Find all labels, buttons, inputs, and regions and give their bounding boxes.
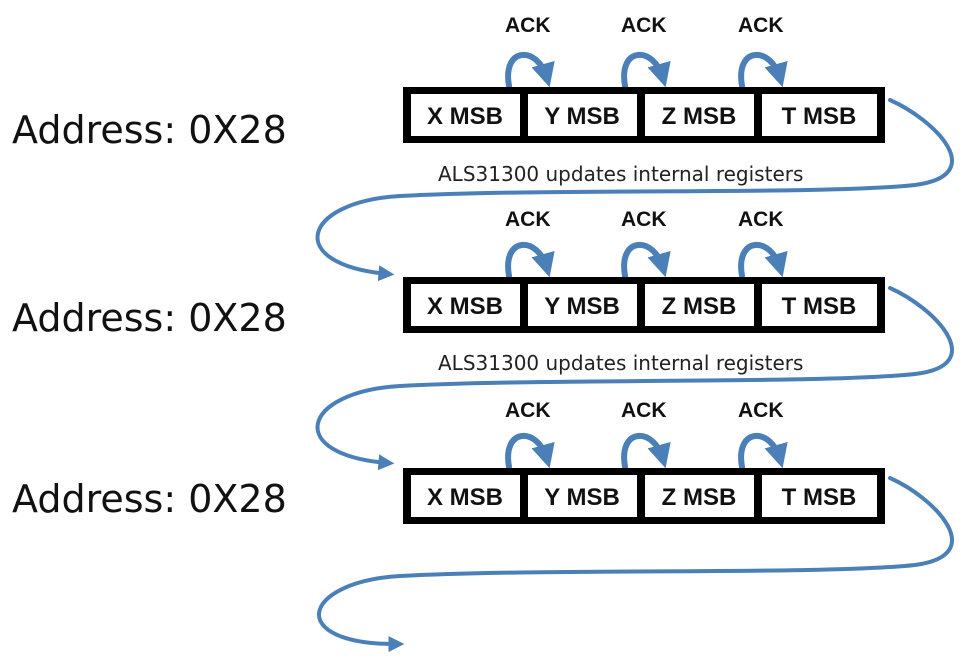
row-1-update-note: ALS31300 updates internal registers (438, 162, 803, 186)
row-3-address-label: Address: 0X28 (12, 477, 287, 521)
row-3-ack-arrow-3 (738, 432, 788, 470)
row-2-address-label: Address: 0X28 (12, 296, 287, 340)
row-2-ack-3: ACK (738, 208, 784, 231)
row-2-ack-arrow-3 (738, 241, 788, 279)
row-2-update-note: ALS31300 updates internal registers (438, 351, 803, 375)
row-3-cell-y-msb-label: Y MSB (544, 484, 620, 511)
row-1-cell-t-msb-label: T MSB (782, 103, 857, 130)
row-3-cell-z-msb (645, 475, 754, 517)
row-1-cell-x-msb (411, 94, 520, 136)
row-3-ack-1: ACK (505, 399, 551, 422)
row-1-address-label: Address: 0X28 (12, 108, 287, 152)
row-1-cell-y-msb (528, 94, 637, 136)
row-3-ack-arrow-2 (621, 432, 671, 470)
row-2-cell-y-msb-label: Y MSB (544, 293, 620, 320)
row-2-cell-t-msb-label: T MSB (782, 293, 857, 320)
row-3-ack-arrow-1 (505, 432, 555, 470)
row-1-ack-2: ACK (621, 14, 667, 37)
row-1-ack-arrow-3 (738, 51, 788, 89)
row-3-cell-z-msb-label: Z MSB (662, 484, 737, 511)
row-3-ack-3: ACK (738, 399, 784, 422)
row-3-ack-2: ACK (621, 399, 667, 422)
row-1-cell-y-msb-label: Y MSB (544, 103, 620, 130)
row-2-cell-x-msb-label: X MSB (427, 293, 503, 320)
row-3-cell-t-msb-label: T MSB (782, 484, 857, 511)
row-1-ack-arrow-2 (621, 51, 671, 89)
row-3-cell-y-msb (528, 475, 637, 517)
row-2-ack-1: ACK (505, 208, 551, 231)
row-2-ack-arrow-2 (621, 241, 671, 279)
row-2-ack-arrow-1 (505, 241, 555, 279)
row-2: Address: 0X28 ACK ACK ACK X MSB Y MSB Z … (12, 208, 885, 375)
row-3-cell-x-msb (411, 475, 520, 517)
row-3: Address: 0X28 ACK ACK ACK X MSB Y MSB Z … (12, 399, 885, 524)
row-1-ack-arrow-1 (505, 51, 555, 89)
row-2-cell-y-msb (528, 284, 637, 326)
row-2-cell-x-msb (411, 284, 520, 326)
row-2-ack-2: ACK (621, 208, 667, 231)
flow-arrow-row-2-to-row-3 (315, 286, 954, 471)
row-3-cell-x-msb-label: X MSB (427, 484, 503, 511)
row-1-cell-t-msb (762, 94, 877, 136)
row-2-cell-z-msb (645, 284, 754, 326)
row-1-cell-x-msb-label: X MSB (427, 103, 503, 130)
row-1-cell-z-msb (645, 94, 754, 136)
flow-arrow-row-3-continue (317, 476, 954, 653)
row-2-cell-z-msb-label: Z MSB (662, 293, 737, 320)
row-2-cell-t-msb (762, 284, 877, 326)
row-1-cell-z-msb-label: Z MSB (662, 103, 737, 130)
row-1: Address: 0X28 ACK ACK ACK X MSB Y MSB Z … (12, 14, 885, 186)
row-3-cell-t-msb (762, 475, 877, 517)
row-1-ack-1: ACK (505, 14, 551, 37)
row-1-ack-3: ACK (738, 14, 784, 37)
flow-arrow-row-1-to-row-2 (315, 98, 954, 282)
